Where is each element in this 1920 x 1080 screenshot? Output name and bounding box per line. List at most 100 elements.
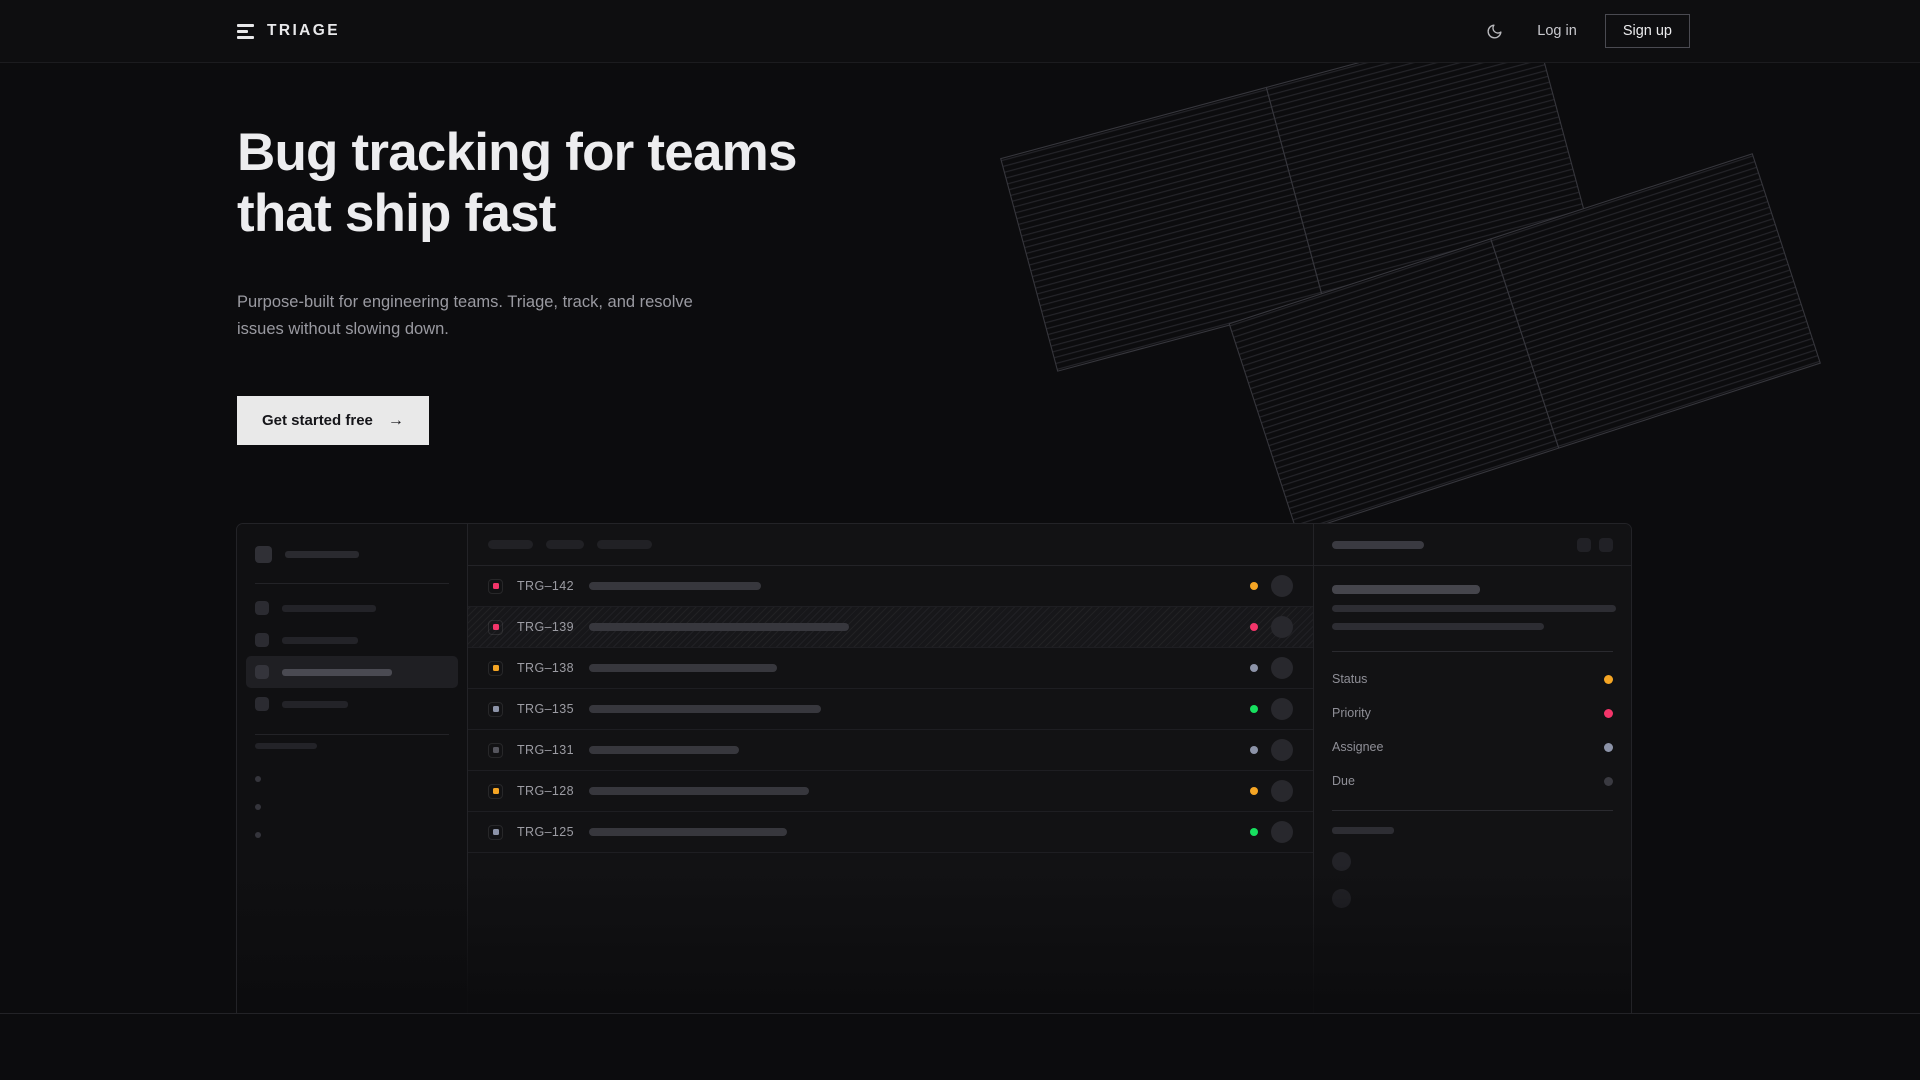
table-row[interactable]: TRG–125 — [468, 812, 1313, 853]
meta-value-dot — [1604, 708, 1613, 718]
meta-row-assignee[interactable]: Assignee — [1332, 730, 1613, 764]
issue-title-skeleton — [589, 582, 761, 590]
filter-chip-3[interactable] — [597, 540, 652, 549]
priority-icon — [488, 824, 503, 840]
sidebar-divider-top — [255, 583, 449, 584]
avatar — [1332, 889, 1351, 908]
table-row[interactable]: TRG–138 — [468, 648, 1313, 689]
status-badge — [1250, 828, 1258, 836]
meta-value-dot — [1604, 674, 1613, 684]
issue-title-skeleton — [589, 787, 809, 795]
avatar — [1271, 739, 1293, 761]
detail-action-1-button[interactable] — [1577, 537, 1591, 552]
detail-divider-2 — [1332, 810, 1613, 811]
sidebar-group-label — [255, 743, 317, 749]
status-badge — [1250, 623, 1258, 631]
row-meta — [1232, 575, 1293, 597]
workspace-switcher[interactable] — [255, 540, 449, 569]
arrow-right-icon: → — [387, 411, 404, 429]
detail-title-skeleton — [1332, 585, 1480, 594]
sidebar-divider-bottom — [255, 734, 449, 735]
meta-label: Due — [1332, 774, 1355, 788]
meta-value-dot — [1604, 742, 1613, 752]
issue-title-skeleton — [589, 664, 777, 672]
top-navigation: TRIAGE Log in Sign up — [0, 0, 1920, 63]
meta-value-dot — [1604, 776, 1613, 786]
activity-section-label — [1332, 827, 1394, 834]
table-row[interactable]: TRG–142 — [468, 566, 1313, 607]
brand-logo[interactable]: TRIAGE — [237, 22, 340, 40]
bullet-icon — [255, 776, 261, 782]
bullet-icon — [255, 804, 261, 810]
table-row[interactable]: TRG–135 — [468, 689, 1313, 730]
activity-entry-2 — [1332, 889, 1613, 908]
row-meta — [1232, 657, 1293, 679]
section-divider — [0, 1013, 1920, 1014]
avatar — [1271, 616, 1293, 638]
row-meta — [1232, 780, 1293, 802]
avatar — [1271, 698, 1293, 720]
status-badge — [1250, 746, 1258, 754]
avatar — [1271, 575, 1293, 597]
cta-label: Get started free — [262, 412, 373, 430]
avatar — [1271, 780, 1293, 802]
table-row[interactable]: TRG–128 — [468, 771, 1313, 812]
headline-line-1: Bug tracking for teams — [237, 123, 797, 182]
meta-row-status[interactable]: Status — [1332, 662, 1613, 696]
sidebar-item-label — [282, 604, 376, 612]
issue-id: TRG–139 — [517, 620, 574, 634]
stacked-bars-icon — [237, 23, 254, 39]
row-meta — [1232, 616, 1293, 638]
issue-id: TRG–131 — [517, 743, 574, 757]
row-meta — [1232, 821, 1293, 843]
table-row[interactable]: TRG–139 — [468, 607, 1313, 648]
headline-line-2: that ship fast — [237, 184, 556, 244]
meta-row-priority[interactable]: Priority — [1332, 696, 1613, 730]
issue-title-skeleton — [589, 705, 821, 713]
login-link[interactable]: Log in — [1537, 23, 1577, 39]
sidebar-item-label — [282, 636, 358, 644]
get-started-button[interactable]: Get started free → — [237, 396, 429, 446]
issue-id: TRG–125 — [517, 825, 574, 839]
filter-chip-2[interactable] — [546, 540, 584, 549]
detail-breadcrumb-skeleton — [1332, 540, 1424, 549]
filter-chip-1[interactable] — [488, 540, 533, 549]
issue-list-toolbar — [468, 524, 1313, 566]
sidebar-item-1[interactable] — [246, 592, 458, 624]
priority-icon — [488, 619, 503, 635]
meta-row-due[interactable]: Due — [1332, 764, 1613, 798]
sidebar-item-icon — [255, 601, 269, 615]
workspace-avatar — [255, 546, 272, 563]
priority-icon — [488, 742, 503, 758]
signup-button[interactable]: Sign up — [1604, 14, 1690, 48]
detail-divider — [1332, 651, 1613, 652]
sidebar-item-2[interactable] — [246, 624, 458, 656]
detail-action-2-button[interactable] — [1599, 537, 1613, 552]
issue-id: TRG–128 — [517, 784, 574, 798]
issue-id: TRG–142 — [517, 579, 574, 593]
priority-icon — [488, 783, 503, 799]
sidebar-item-4[interactable] — [246, 688, 458, 720]
sidebar-item-label — [282, 668, 392, 676]
priority-icon — [488, 578, 503, 594]
sidebar-item-icon — [255, 697, 269, 711]
sidebar-group-item-2[interactable] — [255, 793, 449, 821]
table-row[interactable]: TRG–131 — [468, 730, 1313, 771]
priority-icon — [488, 701, 503, 717]
sidebar-item-icon — [255, 633, 269, 647]
moon-icon[interactable] — [1479, 16, 1509, 46]
detail-body-line-2 — [1332, 623, 1544, 630]
hero-subhead: Purpose-built for engineering teams. Tri… — [237, 292, 693, 338]
sidebar-group-item-1[interactable] — [255, 765, 449, 793]
bullet-icon — [255, 832, 261, 838]
sidebar-item-3-active[interactable] — [246, 656, 458, 688]
sidebar-group-item-3[interactable] — [255, 821, 449, 849]
sidebar-item-icon — [255, 665, 269, 679]
